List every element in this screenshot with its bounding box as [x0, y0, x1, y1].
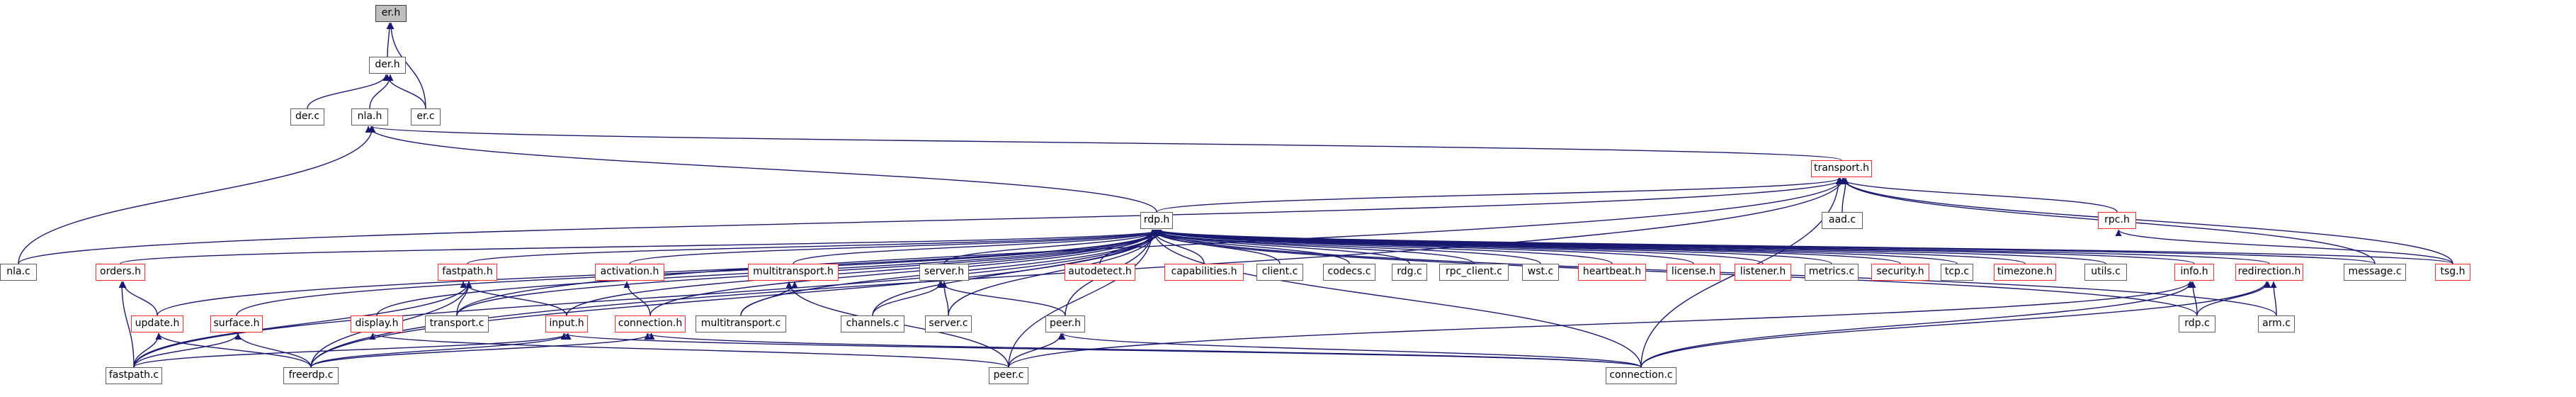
node-info-h[interactable]: info.h [2174, 264, 2214, 281]
node-rdp-h[interactable]: rdp.h [1140, 212, 1173, 229]
node-license-h[interactable]: license.h [1667, 264, 1720, 281]
node-capabilities-h[interactable]: capabilities.h [1164, 264, 1244, 281]
edge-input-h-to-freerdp-c [310, 332, 572, 368]
edge-rdp-h-to-freerdp-c [310, 229, 1162, 368]
node-connection-c[interactable]: connection.c [1606, 367, 1676, 384]
node-surface-h[interactable]: surface.h [210, 315, 263, 332]
edge-nla-h-to-rdp-h [365, 125, 1157, 213]
node-update-h[interactable]: update.h [131, 315, 183, 332]
node-rdp-c[interactable]: rdp.c [2179, 315, 2215, 332]
node-nla-c[interactable]: nla.c [0, 264, 37, 281]
node-rdg-c[interactable]: rdg.c [1392, 264, 1427, 281]
node-freerdp-c[interactable]: freerdp.c [283, 367, 339, 384]
edge-rpc-h-to-tsg-h [2115, 229, 2453, 264]
node-multitransport-c[interactable]: multitransport.c [696, 315, 786, 332]
edge-rdp-h-to-connection-h [649, 229, 1157, 316]
node-der-h[interactable]: der.h [369, 57, 406, 74]
node-server-c[interactable]: server.c [925, 315, 972, 332]
node-utils-c[interactable]: utils.c [2084, 264, 2127, 281]
edge-surface-h-to-fastpath-c [133, 332, 242, 368]
node-rpc-h[interactable]: rpc.h [2098, 212, 2136, 229]
node-der-c[interactable]: der.c [290, 108, 324, 125]
edge-update-h-to-freerdp-c [155, 332, 312, 368]
edge-fastpath-h-to-fastpath-c [133, 281, 472, 368]
edge-peer-h-to-peer-c [1008, 332, 1065, 368]
edge-rdp-h-to-multitransport-h [793, 229, 1162, 264]
node-peer-c[interactable]: peer.c [989, 367, 1028, 384]
node-message-c[interactable]: message.c [2344, 264, 2406, 281]
edge-server-h-to-peer-h [936, 281, 1066, 316]
edge-server-h-to-server-c [941, 281, 949, 316]
node-codecs-c[interactable]: codecs.c [1323, 264, 1375, 281]
edge-er-h-to-er-c [387, 22, 426, 109]
node-security-h[interactable]: security.h [1871, 264, 1929, 281]
node-heartbeat-h[interactable]: heartbeat.h [1578, 264, 1646, 281]
edge-rdp-h-to-input-h [566, 229, 1156, 316]
node-activation-h[interactable]: activation.h [595, 264, 664, 281]
node-input-h[interactable]: input.h [545, 315, 588, 332]
edge-der-h-to-der-c [307, 74, 390, 109]
node-display-h[interactable]: display.h [351, 315, 403, 332]
edge-surface-h-to-freerdp-c [234, 332, 312, 368]
edge-redirection-h-to-arm-c [2270, 281, 2277, 316]
edge-rdp-h-to-server-c [948, 229, 1160, 316]
node-peer-h[interactable]: peer.h [1045, 315, 1085, 332]
edge-rdp-h-to-peer-c [1008, 229, 1156, 368]
edge-rdp-h-to-orders-h [120, 229, 1164, 264]
node-connection-h[interactable]: connection.h [615, 315, 686, 332]
node-rpc-client-c[interactable]: rpc_client.c [1439, 264, 1509, 281]
node-fastpath-c[interactable]: fastpath.c [106, 367, 162, 384]
edge-rdp-h-to-activation-h [629, 229, 1164, 264]
edge-orders-h-to-fastpath-c [118, 281, 135, 368]
edge-display-h-to-peer-c [369, 332, 1009, 368]
node-nla-h[interactable]: nla.h [351, 108, 388, 125]
edge-rdp-h-to-fastpath-c [133, 229, 1162, 368]
edge-nla-h-to-nla-c [18, 125, 376, 264]
edge-transport-h-to-nla-c [18, 177, 1848, 264]
node-tsg-h[interactable]: tsg.h [2435, 264, 2470, 281]
node-client-c[interactable]: client.c [1256, 264, 1303, 281]
edge-nla-h-to-transport-h [368, 125, 1842, 161]
edge-multitransport-h-to-multitransport-c [740, 281, 798, 316]
node-multitransport-h[interactable]: multitransport.h [748, 264, 839, 281]
edge-info-h-to-connection-c [1640, 281, 2195, 368]
node-aad-c[interactable]: aad.c [1822, 212, 1863, 229]
dependency-edges [18, 22, 2453, 368]
node-transport-h[interactable]: transport.h [1811, 160, 1872, 177]
edge-rdp-h-to-connection-c [1150, 229, 1642, 368]
node-arm-c[interactable]: arm.c [2258, 315, 2295, 332]
edge-transport-h-to-tsg-h [1839, 177, 2453, 264]
node-er-h: er.h [375, 5, 407, 22]
edge-rdp-h-to-fastpath-h [467, 229, 1162, 264]
edge-peer-h-to-connection-c [1059, 332, 1642, 368]
node-timezone-h[interactable]: timezone.h [1994, 264, 2056, 281]
edge-redirection-h-to-connection-c [1640, 281, 2270, 368]
edge-transport-h-to-transport-c [456, 177, 1846, 316]
node-fastpath-h[interactable]: fastpath.h [438, 264, 497, 281]
edge-connection-h-to-connection-c [645, 332, 1642, 368]
edge-transport-h-to-rpc-h [1837, 177, 2118, 213]
edge-transport-h-to-rdp-h [1156, 177, 1844, 213]
node-orders-h[interactable]: orders.h [96, 264, 145, 281]
edge-rdp-h-to-surface-h [236, 229, 1160, 316]
node-listener-h[interactable]: listener.h [1735, 264, 1791, 281]
node-channels-c[interactable]: channels.c [841, 315, 904, 332]
edge-info-h-to-peer-c [1008, 281, 2194, 368]
node-server-h[interactable]: server.h [919, 264, 969, 281]
node-tcp-c[interactable]: tcp.c [1941, 264, 1973, 281]
edge-activation-h-to-connection-h [623, 281, 651, 316]
edge-der-h-to-er-c [384, 74, 426, 109]
edge-connection-h-to-freerdp-c [310, 332, 655, 368]
node-er-c[interactable]: er.c [411, 108, 441, 125]
node-metrics-c[interactable]: metrics.c [1805, 264, 1859, 281]
node-redirection-h[interactable]: redirection.h [2235, 264, 2303, 281]
edge-input-h-to-fastpath-c [133, 332, 572, 368]
node-wst-c[interactable]: wst.c [1522, 264, 1559, 281]
edge-rdp-h-to-tsg-h [1155, 229, 2453, 264]
edge-rdp-h-to-wst-c [1149, 229, 1541, 264]
node-autodetect-h[interactable]: autodetect.h [1065, 264, 1135, 281]
node-transport-c[interactable]: transport.c [425, 315, 489, 332]
